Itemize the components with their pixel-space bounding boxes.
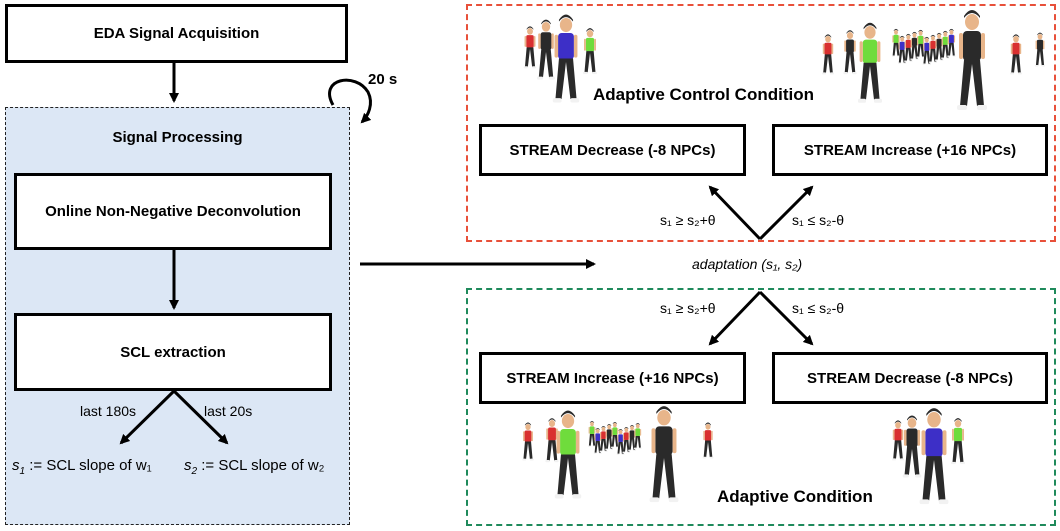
adaptive-control-condition-panel [466,4,1056,242]
deconvolution-box: Online Non-Negative Deconvolution [14,173,332,250]
control-right-box: STREAM Increase (+16 NPCs) [772,124,1048,176]
control-left-rule: s₁ ≥ s₂+θ [660,212,716,228]
s2-variable: s2 [184,457,198,477]
adaptive-right-rule: s₁ ≤ s₂-θ [792,300,845,316]
adaptive-right-box: STREAM Decrease (-8 NPCs) [772,352,1048,404]
control-right-rule: s₁ ≤ s₂-θ [792,212,845,228]
scl-extraction-box: SCL extraction [14,313,332,391]
adaptive-left-box: STREAM Increase (+16 NPCs) [479,352,746,404]
eda-acquisition-box: EDA Signal Acquisition [5,4,348,63]
window-long-label: last 180s [80,403,137,419]
adaptation-args: (s₁, s₂) [761,256,803,272]
s2-definition: s2 := SCL slope of w₂ [184,457,324,477]
control-left-box-label: STREAM Decrease (-8 NPCs) [509,141,716,159]
control-condition-title: Adaptive Control Condition [593,85,814,104]
s2-definition-text: := SCL slope of w₂ [197,457,325,474]
loop-interval-label: 20 s [368,71,398,88]
adaptive-condition-title: Adaptive Condition [717,487,873,506]
scl-extraction-label: SCL extraction [120,343,226,361]
adaptation-function: adaptation [692,256,758,272]
adaptive-condition-panel [466,288,1056,526]
s1-definition-text: := SCL slope of w₁ [25,457,152,474]
eda-acquisition-label: EDA Signal Acquisition [93,25,260,42]
window-short-label: last 20s [204,403,253,419]
control-left-box: STREAM Decrease (-8 NPCs) [479,124,746,176]
adaptive-left-box-label: STREAM Increase (+16 NPCs) [506,369,719,387]
s1-variable: s1 [12,457,26,477]
adaptive-left-rule: s₁ ≥ s₂+θ [660,300,716,316]
signal-processing-title: Signal Processing [112,129,243,146]
s1-definition: s1 := SCL slope of w₁ [12,457,152,477]
adaptation-label: adaptation (s₁, s₂) [692,256,802,272]
control-right-box-label: STREAM Increase (+16 NPCs) [803,141,1017,159]
adaptive-right-box-label: STREAM Decrease (-8 NPCs) [807,369,1013,387]
deconvolution-label: Online Non-Negative Deconvolution [45,203,301,220]
